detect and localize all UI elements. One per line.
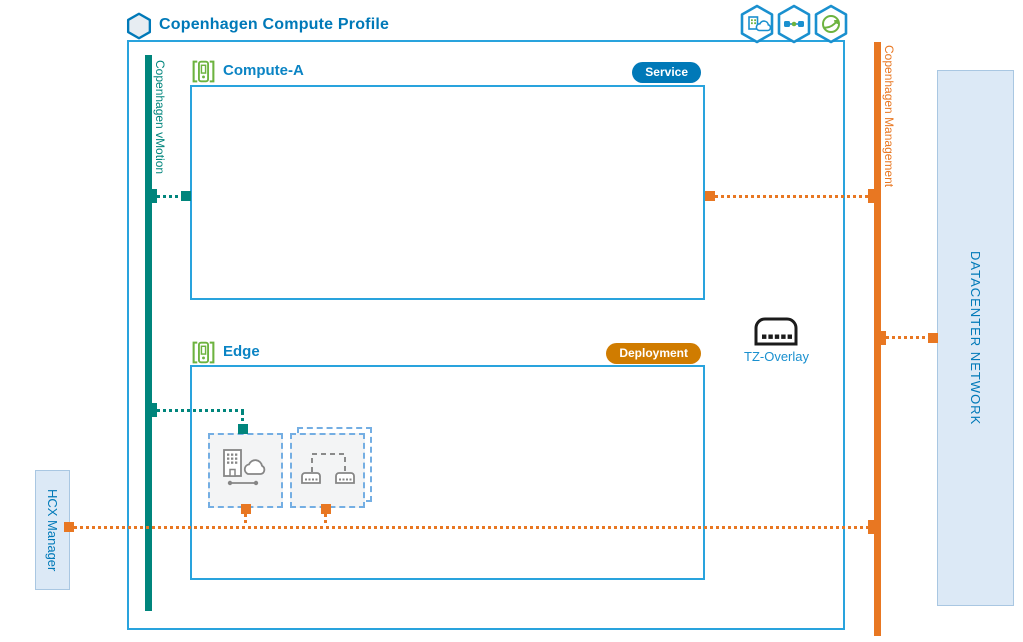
cluster-name-compute-a: Compute-A bbox=[223, 62, 304, 79]
management-network-label: Copenhagen Management bbox=[882, 45, 896, 188]
switch-pair-icon bbox=[299, 446, 357, 495]
compute-profile-box bbox=[127, 40, 845, 630]
connector-endpoint bbox=[64, 522, 74, 532]
datacenter-network-box: DATACENTER NETWORK bbox=[937, 70, 1014, 606]
service-badge: Service bbox=[632, 62, 701, 83]
connector-endpoint bbox=[181, 191, 191, 201]
datacenter-network-label: DATACENTER NETWORK bbox=[968, 250, 983, 426]
hcx-management-connector bbox=[74, 526, 868, 529]
vmotion-appliance-connector-drop bbox=[241, 412, 244, 425]
wan-optimization-icon bbox=[813, 4, 849, 49]
vmotion-network-line bbox=[145, 55, 152, 611]
profile-hexagon-icon bbox=[125, 12, 153, 45]
ne-appliance-drop bbox=[324, 514, 327, 526]
connector-endpoint bbox=[928, 333, 938, 343]
connector-tab bbox=[151, 403, 157, 417]
overlay-switch-icon bbox=[750, 309, 802, 354]
transport-zone-label: TZ-Overlay bbox=[744, 349, 809, 364]
interconnect-appliance bbox=[208, 433, 283, 508]
network-extension-icon bbox=[776, 4, 812, 49]
management-datacenter-connector bbox=[886, 336, 930, 339]
network-extension-appliance bbox=[290, 433, 365, 508]
computea-management-connector bbox=[715, 195, 868, 198]
connector-endpoint bbox=[238, 424, 248, 434]
cluster-icon bbox=[190, 58, 217, 90]
connector-endpoint bbox=[321, 504, 331, 514]
hybrid-interconnect-icon bbox=[739, 4, 775, 49]
connector-tab bbox=[868, 520, 874, 534]
hcx-manager-label: HCX Manager bbox=[45, 488, 60, 572]
cluster-icon bbox=[190, 339, 217, 371]
vmotion-computea-connector bbox=[157, 195, 184, 198]
deployment-badge: Deployment bbox=[606, 343, 701, 364]
vmotion-network-label: Copenhagen vMotion bbox=[153, 60, 167, 175]
compute-a-cluster-box bbox=[190, 85, 705, 300]
connector-tab bbox=[151, 189, 157, 203]
connector-endpoint bbox=[705, 191, 715, 201]
management-network-line bbox=[874, 42, 881, 636]
ix-appliance-drop bbox=[244, 514, 247, 526]
connector-endpoint bbox=[241, 504, 251, 514]
vmotion-appliance-connector bbox=[157, 409, 245, 412]
cluster-name-edge: Edge bbox=[223, 343, 260, 360]
building-cloud-icon bbox=[218, 445, 274, 496]
connector-tab bbox=[868, 189, 874, 203]
page-title: Copenhagen Compute Profile bbox=[159, 16, 390, 33]
connector-tab bbox=[880, 331, 886, 345]
